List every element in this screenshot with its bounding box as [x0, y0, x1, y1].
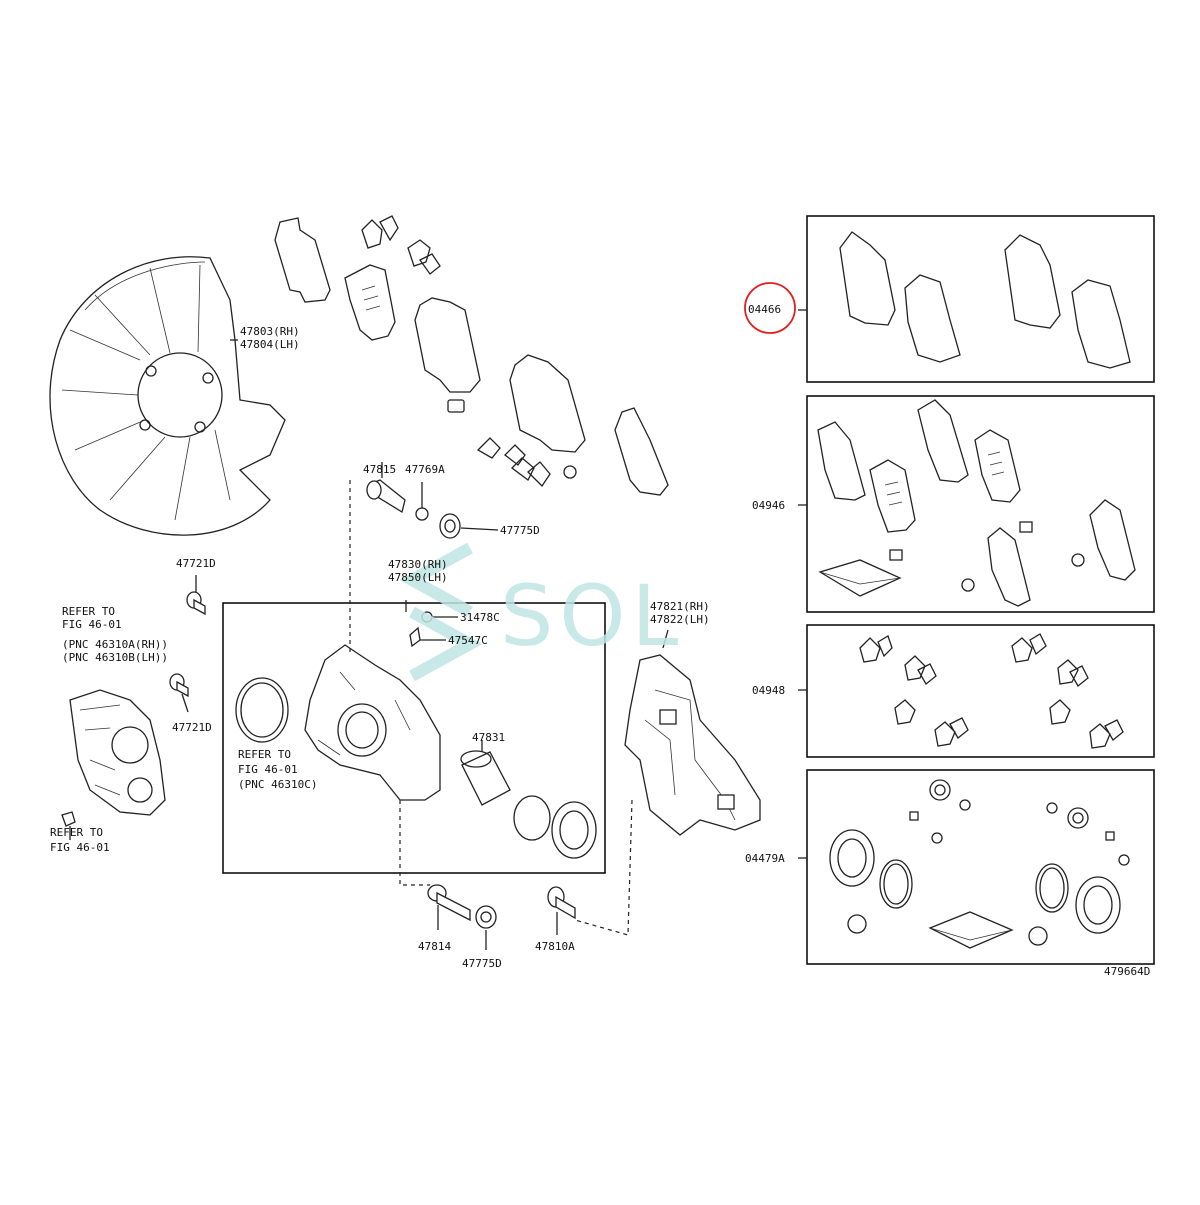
highlight-circle: [744, 282, 796, 334]
caliper-body: [235, 480, 597, 886]
label-47804: 47804(LH): [240, 338, 300, 351]
label-47547c: 47547C: [448, 634, 488, 647]
dust-shield: [49, 256, 286, 536]
label-04946: 04946: [752, 499, 785, 512]
label-47815: 47815: [363, 463, 396, 476]
label-04466: 04466: [748, 303, 781, 316]
refer-notes: REFER TO FIG 46-01 (PNC 46310A(RH)) (PNC…: [50, 605, 317, 854]
caliper-bracket: [574, 629, 761, 936]
label-47831: 47831: [472, 731, 505, 744]
label-47775d-top: 47775D: [500, 524, 540, 537]
label-47822: 47822(LH): [650, 613, 710, 626]
note-refer-bot-2: FIG 46-01: [50, 841, 110, 854]
bolt-47721d: [169, 575, 206, 713]
label-47769a: 47769A: [405, 463, 445, 476]
label-47814: 47814: [418, 940, 451, 953]
note-refer-left-3: (PNC 46310A(RH)): [62, 638, 168, 651]
figure-code: 479664D: [1104, 965, 1150, 978]
brake-pads-exploded: [274, 215, 669, 496]
label-47830: 47830(RH): [388, 558, 448, 571]
label-47721d-mid: 47721D: [172, 721, 212, 734]
note-refer-left-4: (PNC 46310B(LH)): [62, 651, 168, 664]
note-refer-mid-2: FIG 46-01: [238, 763, 298, 776]
watermark-text: SOL: [500, 567, 684, 665]
label-47721d-top: 47721D: [176, 557, 216, 570]
label-04948: 04948: [752, 684, 785, 697]
caliper-box: [222, 602, 606, 874]
kit-box-04946: [798, 395, 1155, 613]
note-refer-left-1: REFER TO: [62, 605, 115, 618]
label-47810a: 47810A: [535, 940, 575, 953]
bottom-bolts: [427, 884, 576, 950]
watermark: SOL: [399, 542, 684, 682]
kit-box-04479a: [798, 769, 1155, 965]
note-refer-bot-1: REFER TO: [50, 826, 103, 839]
label-04479a: 04479A: [745, 852, 785, 865]
note-refer-left-2: FIG 46-01: [62, 618, 122, 631]
note-refer-mid-1: REFER TO: [238, 748, 291, 761]
slide-pin-top: [366, 462, 499, 539]
kit-box-04948: [798, 624, 1155, 758]
label-47803: 47803(RH): [240, 325, 300, 338]
kit-box-04466: [798, 215, 1155, 383]
caliper-left: [61, 689, 166, 840]
label-47821: 47821(RH): [650, 600, 710, 613]
note-refer-mid-3: (PNC 46310C): [238, 778, 317, 791]
label-47850: 47850(LH): [388, 571, 448, 584]
label-47775d-bot: 47775D: [462, 957, 502, 970]
label-31478c: 31478C: [460, 611, 500, 624]
labels: 47803(RH) 47804(LH) 47815 47769A 47775D …: [172, 303, 1150, 978]
